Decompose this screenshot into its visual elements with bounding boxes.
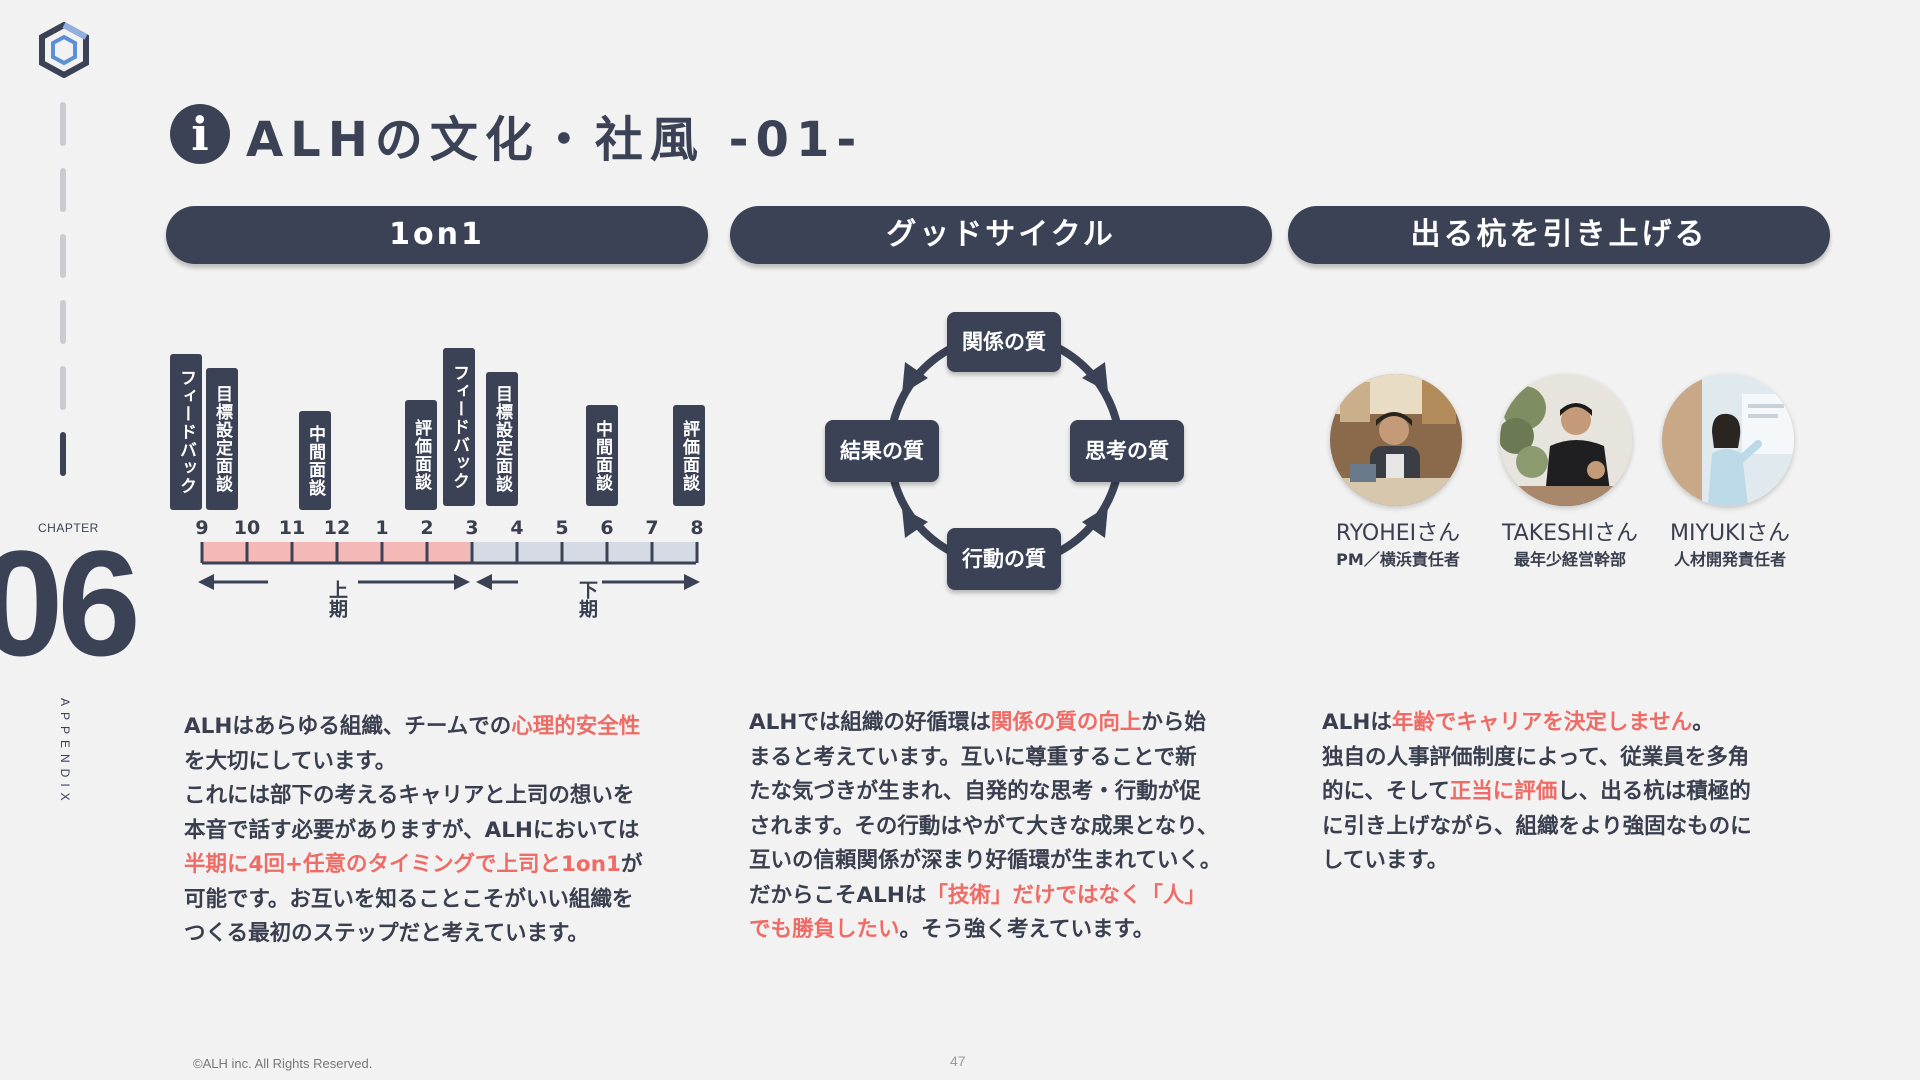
month-label: 1 [375,517,389,539]
month-label: 10 [233,517,261,539]
text: ALHは [1322,710,1392,735]
text: 本音で話す必要がありますが、ALHにおいては [184,817,640,843]
text: だからこそALHは [749,882,927,908]
text: を大切にしています。 [184,748,397,774]
nav-dash-5[interactable] [60,366,66,410]
person-role: 最年少経営幹部 [1513,550,1626,569]
timeline-tag: 目標設定面談 [486,372,518,506]
timeline-tag: 目標設定面談 [206,368,238,510]
timeline-axis [198,542,700,590]
avatar-miyuki [1662,374,1794,506]
highlight-text: 正当に評価 [1449,779,1558,804]
avatar-takeshi [1500,374,1632,506]
cycle-node-thinking: 思考の質 [1070,420,1184,482]
timeline-tag: 評価面談 [673,405,705,506]
month-label: 5 [555,517,569,539]
timeline-tag: フィードバック [170,354,202,510]
highlight-text: 心理的安全性 [511,714,641,739]
info-icon: i [170,104,230,164]
timeline-tag: 評価面談 [405,400,437,510]
avatar-ryohei [1330,374,1462,506]
copyright: ©ALH inc. All Rights Reserved. [193,1056,373,1071]
cycle-arrow-icon [1082,506,1108,538]
section-header-good-cycle: グッドサイクル [730,206,1272,264]
person-name: TAKESHIさん [1501,521,1639,546]
paragraph-good-cycle: ALHでは組織の好循環は関係の質の向上から始 まると考えています。互いに尊重する… [749,706,1289,948]
month-label: 8 [690,517,704,539]
person-name: MIYUKIさん [1670,521,1790,546]
text: から始 [1141,710,1206,735]
month-label: 2 [420,517,434,539]
highlight-text: 半期に4回+任意のタイミングで上司と1on1 [184,852,621,877]
text: 互いの信頼関係が深まり好循環が生まれていく。 [749,848,1222,873]
first-half-label: 上期 [326,580,348,618]
paragraph-raise-stakes: ALHは年齢でキャリアを決定しません。 独自の人事評価制度によって、従業員を多角… [1322,706,1862,879]
text: ALHでは組織の好循環は [749,710,991,735]
nav-dash-1[interactable] [60,102,66,146]
text: つくる最初のステップだと考えています。 [184,921,589,946]
cycle-arrow-icon [902,508,928,538]
month-label: 7 [645,517,659,539]
month-label: 9 [195,517,209,539]
month-label: 4 [510,517,524,539]
highlight-text: でも勝負したい [749,917,900,942]
section-header-1on1: 1on1 [166,206,708,264]
cycle-arrow-icon [902,362,928,394]
person-role: 人材開発責任者 [1673,550,1786,569]
timeline-tag: フィードバック [443,348,475,506]
text: しています。 [1322,848,1449,873]
text: 可能です。お互いを知ることこそがいい組織を [184,886,634,912]
text: 独自の人事評価制度によって、従業員を多角 [1322,744,1750,770]
text: し、出る杭は積極的 [1557,779,1751,804]
text: 。 [1692,710,1714,735]
highlight-text: 関係の質の向上 [990,710,1142,735]
nav-dash-6-active[interactable] [60,432,66,476]
text: に引き上げながら、組織をより強固なものに [1322,813,1752,839]
page-title: ALHの文化・社風 -01- [246,112,864,168]
nav-dash-3[interactable] [60,234,66,278]
appendix-label: APPENDIX [58,698,72,807]
text: ALHはあらゆる組織、チームでの [184,714,512,739]
timeline-tag: 中間面談 [586,405,618,506]
month-label: 3 [465,517,479,539]
text: されます。その行動はやがて大きな成果となり、 [749,813,1219,839]
cycle-arrow-icon [1082,362,1108,392]
second-half-label: 下期 [576,580,598,618]
timeline-tag: 中間面談 [299,411,331,510]
highlight-text: 年齢でキャリアを決定しません [1391,710,1693,735]
text: が [620,852,643,877]
text: 的に、そして [1322,779,1450,804]
nav-dash-2[interactable] [60,168,66,212]
cycle-node-action: 行動の質 [947,528,1061,590]
text: たな気づきが生まれ、自発的な思考・行動が促 [749,779,1201,804]
chapter-label: CHAPTER [38,521,99,535]
cycle-node-relationship: 関係の質 [947,312,1061,372]
section-header-raise-stakes: 出る杭を引き上げる [1288,206,1830,264]
cycle-node-result: 結果の質 [825,420,939,482]
person-name: RYOHEIさん [1335,521,1461,546]
highlight-text: 「技術」だけではなく「人」 [926,882,1206,908]
person-role: PM／横浜責任者 [1336,550,1460,569]
text: まると考えています。互いに尊重することで新 [749,744,1197,770]
alh-logo-icon [39,22,89,78]
text: 。そう強く考えています。 [899,917,1155,942]
page-number: 47 [950,1053,966,1069]
text: これには部下の考えるキャリアと上司の想いを [184,783,635,808]
month-label: 11 [278,517,306,539]
month-label: 6 [600,517,614,539]
second-half-bar [470,542,696,562]
month-label: 12 [323,517,351,539]
chapter-number: 06 [0,519,141,687]
nav-dash-4[interactable] [60,300,66,344]
paragraph-1on1: ALHはあらゆる組織、チームでの心理的安全性 を大切にしています。 これには部下… [184,710,744,952]
